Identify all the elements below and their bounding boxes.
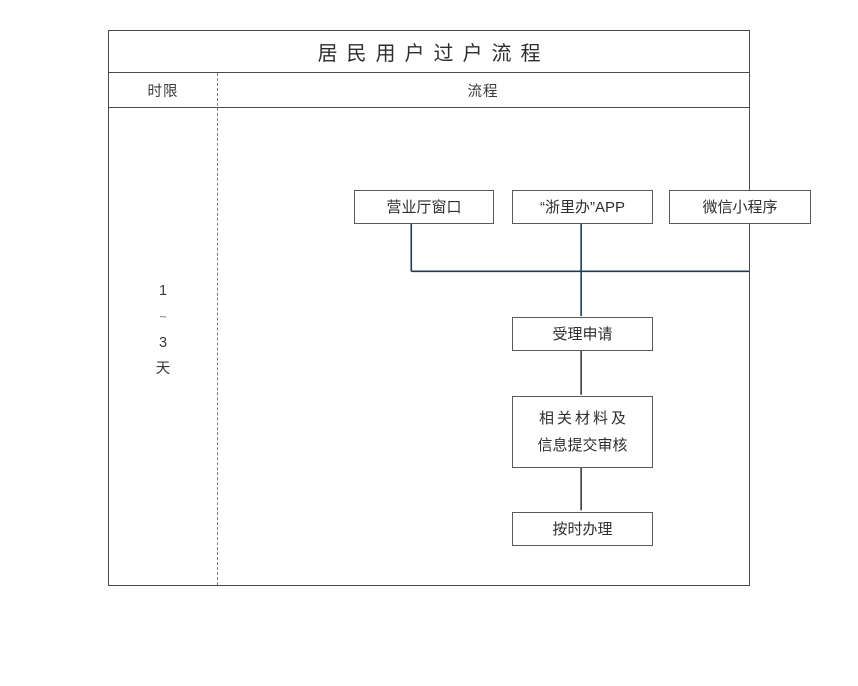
duration-cell: 1 ~ 3 天 (109, 108, 217, 585)
column-divider-dashed (217, 73, 218, 585)
node-submit-materials-review-line-2: 信息提交审核 (537, 437, 628, 454)
table-header-row: 时限 流程 (109, 73, 749, 108)
table-body: 1 ~ 3 天 营业厅窗口 (109, 108, 811, 585)
node-business-hall-window[interactable]: 营业厅窗口 (354, 190, 494, 224)
column-header-duration-label: 时限 (147, 83, 179, 100)
column-header-duration-cell: 时限 (109, 73, 217, 107)
node-submit-materials-review-line-1: 相关材料及 (538, 410, 629, 427)
process-table: 居民用户过户流程 时限 流程 1 ~ 3 天 (108, 30, 811, 586)
flow-cell: 营业厅窗口 “浙里办”APP 微信小程序 受理申请 相关材料及 信息提交审核 按… (217, 108, 811, 585)
page-title: 居民用户过户流程 (317, 43, 550, 65)
column-header-flow-label: 流程 (467, 83, 499, 100)
column-header-flow-cell: 流程 (217, 73, 749, 107)
flow-connectors (410, 223, 749, 511)
node-handle-on-time[interactable]: 按时办理 (512, 512, 653, 546)
node-accept-application[interactable]: 受理申请 (512, 317, 653, 351)
duration-line-3: 3 (158, 335, 168, 351)
node-zhelibanapp[interactable]: “浙里办”APP (512, 190, 653, 224)
node-accept-application-label: 受理申请 (552, 325, 613, 343)
node-handle-on-time-label: 按时办理 (552, 520, 613, 538)
duration-line-unit: 天 (155, 361, 171, 377)
node-wechat-miniprogram-label: 微信小程序 (702, 198, 778, 216)
duration-line-1: 1 (158, 283, 168, 299)
node-wechat-miniprogram[interactable]: 微信小程序 (669, 190, 811, 224)
table-title-row: 居民用户过户流程 (109, 31, 749, 73)
node-zhelibanapp-label: “浙里办”APP (539, 198, 625, 216)
node-business-hall-window-label: 营业厅窗口 (386, 198, 462, 216)
node-submit-materials-review[interactable]: 相关材料及 信息提交审核 (512, 396, 653, 468)
duration-line-tilde: ~ (159, 309, 167, 324)
